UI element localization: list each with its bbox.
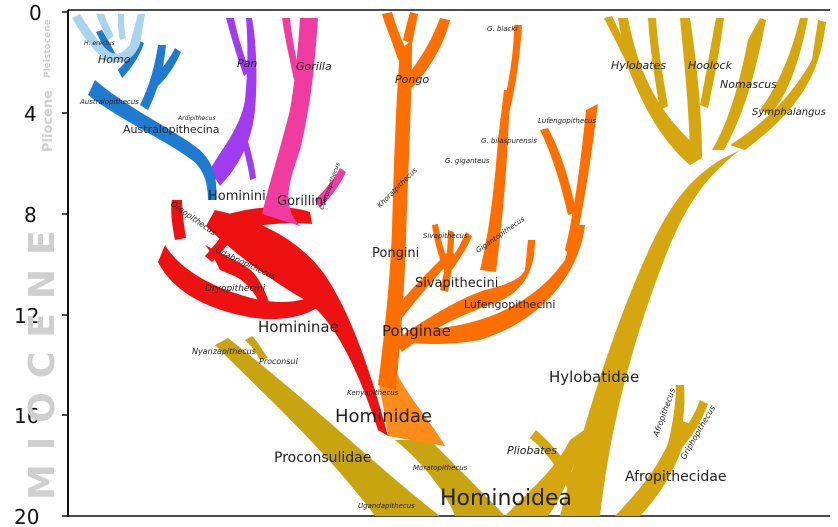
label-symphalangus: Symphalangus <box>752 107 826 118</box>
label-hominini: Hominini <box>208 189 266 204</box>
label-proconsul: Proconsul <box>259 357 299 366</box>
label-lufengopithecus: Lufengopithecus <box>538 117 596 125</box>
label-hominidae: Hominidae <box>335 406 432 427</box>
epoch-miocene: MIOCENE <box>22 216 63 500</box>
label-kenyapithecus: Kenyapithecus <box>347 389 399 397</box>
label-hylobatidae: Hylobatidae <box>549 368 639 386</box>
epoch-pleistocene: Pleistocene <box>43 19 53 78</box>
epoch-pliocene: Pliocene <box>41 90 56 152</box>
label-ponginae: Ponginae <box>382 322 451 340</box>
tick-label-0: 0 <box>29 1 42 25</box>
label-g-blacki: G. blacki <box>487 25 517 33</box>
label-lufengopithecini: Lufengopithecini <box>464 298 555 311</box>
label-australopithecus: Australopithecus <box>79 98 139 106</box>
hylobatidae-branch <box>505 16 826 516</box>
tick-label-20: 20 <box>14 505 39 527</box>
label-proconsulidae: Proconsulidae <box>274 450 371 466</box>
label-moratopithecus: Moratopithecus <box>413 464 468 472</box>
label-h-erectus: H. erectus <box>84 40 115 47</box>
label-chororapithecus: Chororapithecus <box>318 162 342 211</box>
label-hoolock: Hoolock <box>688 59 733 72</box>
label-hominoidea: Hominoidea <box>440 486 572 511</box>
label-pongini: Pongini <box>372 246 419 261</box>
label-nomascus: Nomascus <box>720 78 777 91</box>
label-afropithecidae: Afropithecidae <box>625 469 726 485</box>
pan-branch <box>210 18 256 186</box>
label-g-giganteus: G. giganteus <box>445 157 490 165</box>
label-sivapithecus: Sivapithecus <box>423 232 468 240</box>
label-hylobates: Hylobates <box>611 59 666 72</box>
label-australopithecina: Australopithecina <box>123 123 220 136</box>
label-homo: Homo <box>98 53 131 66</box>
label-nyanzapithecus: Nyanzapithecus <box>192 347 256 356</box>
tick-label-4: 4 <box>24 102 37 126</box>
label-pan: Pan <box>237 57 257 70</box>
label-homininae: Homininae <box>258 318 339 336</box>
label-pongo: Pongo <box>395 73 429 86</box>
label-sivapithecini: Sivapithecini <box>415 276 498 291</box>
label-g-bilaspurensis: G. bilaspurensis <box>481 137 537 145</box>
label-gorilla: Gorilla <box>296 60 332 73</box>
label-ardipithecus: Ardipithecus <box>177 115 216 122</box>
label-pliobates: Pliobates <box>507 444 557 457</box>
label-ugandapithecus: Ugandapithecus <box>358 502 415 510</box>
label-dryopithecini: Dryopithecini <box>205 284 266 294</box>
